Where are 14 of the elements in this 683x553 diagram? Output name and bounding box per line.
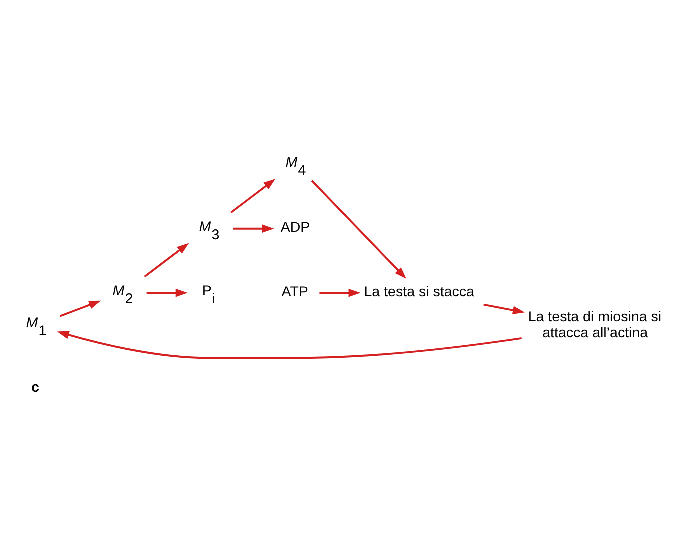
arrow xyxy=(484,303,525,314)
arrow xyxy=(320,288,361,297)
node-text: La testa si stacca xyxy=(364,284,474,300)
arrow xyxy=(57,330,522,359)
arrow xyxy=(311,180,407,279)
arrow xyxy=(146,288,188,297)
arrow xyxy=(144,242,190,278)
arrow xyxy=(230,178,276,213)
node-text: ADP xyxy=(280,220,310,236)
label: c xyxy=(32,379,40,396)
node-text: ATP xyxy=(282,284,308,300)
node-text: La testa di miosina si attacca all’actina xyxy=(528,308,662,341)
arrow xyxy=(60,300,102,317)
arrow xyxy=(233,224,274,233)
